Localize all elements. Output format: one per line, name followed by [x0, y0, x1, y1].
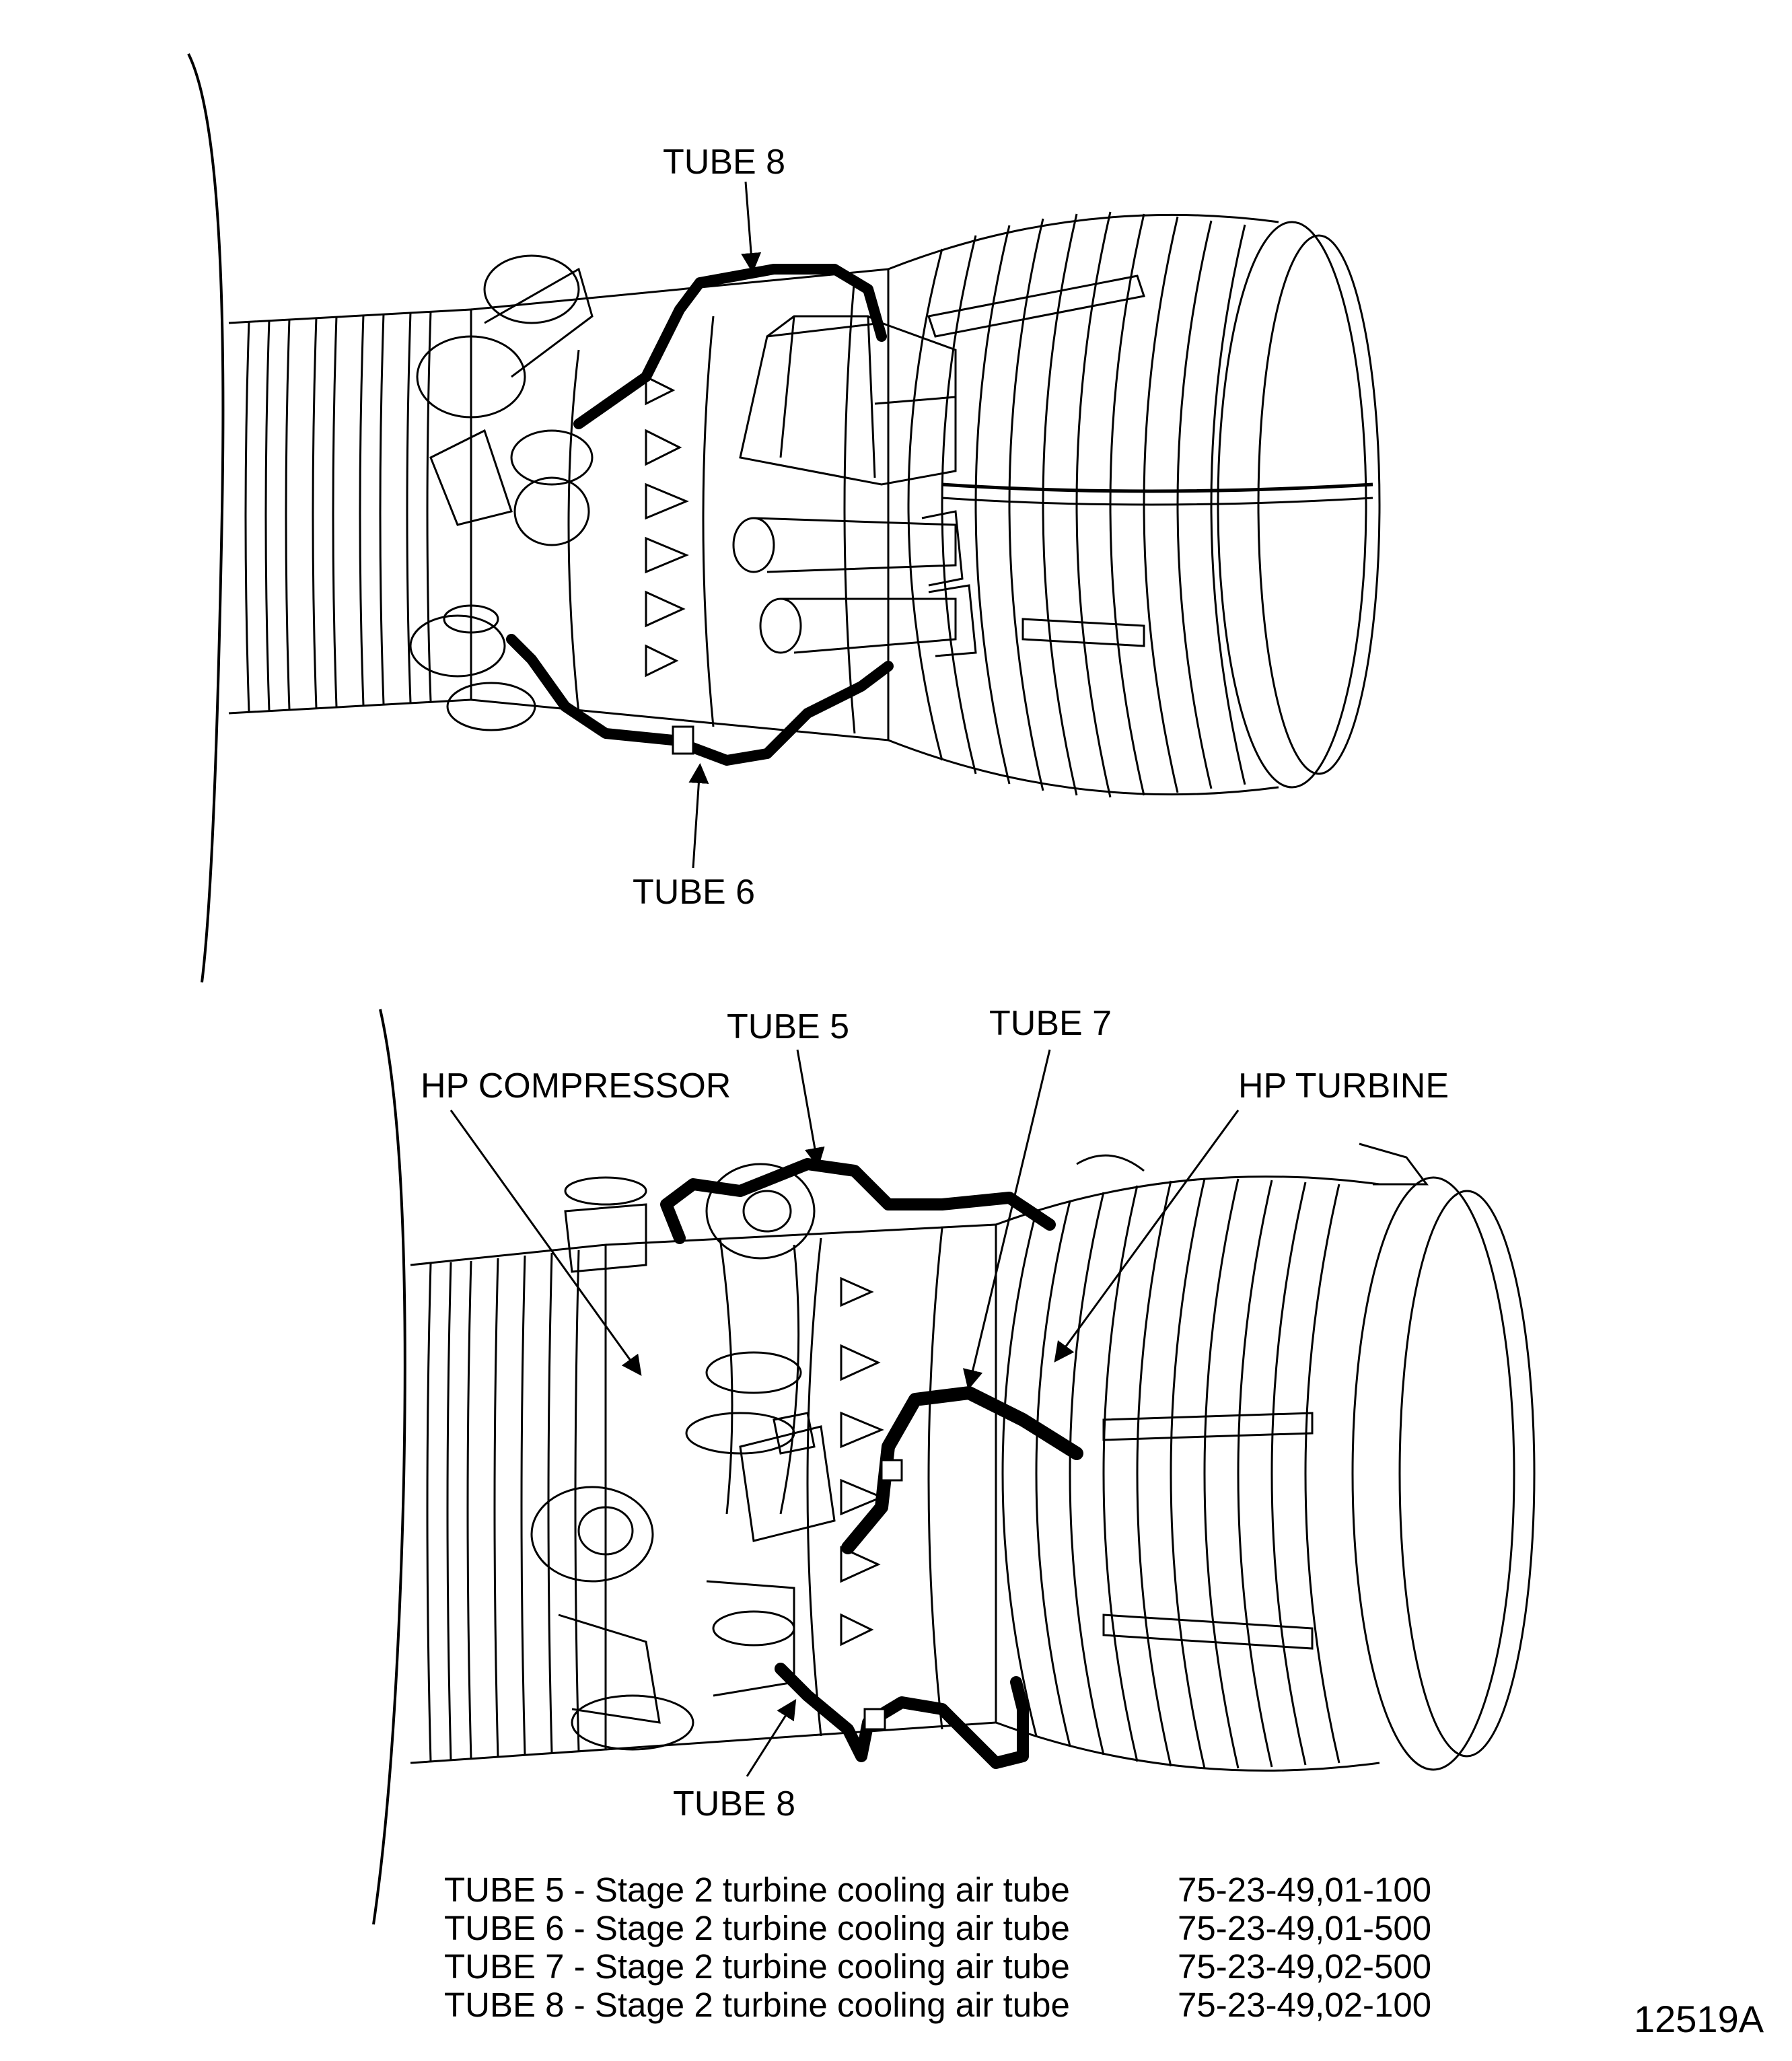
top-tube-8-label: TUBE 8	[663, 143, 786, 182]
top-gearbox	[739, 315, 957, 486]
bottom-tube-8-clamp	[863, 1708, 886, 1731]
bottom-fittings	[530, 1163, 816, 1751]
bottom-turbine-casing	[995, 1143, 1536, 1772]
legend-description: TUBE 7 - Stage 2 turbine cooling air tub…	[444, 1947, 1070, 1986]
top-tube-6-label: TUBE 6	[633, 873, 756, 912]
legend-description: TUBE 5 - Stage 2 turbine cooling air tub…	[444, 1871, 1070, 1909]
bottom-tube-8	[775, 1663, 1029, 1769]
parts-legend: TUBE 5 - Stage 2 turbine cooling air tub…	[444, 1871, 1431, 2024]
bottom-gearbox	[739, 1412, 836, 1542]
tube-7-label: TUBE 7	[989, 1004, 1112, 1043]
top-engine-view	[187, 53, 1381, 983]
hp-compressor-leader	[450, 1110, 642, 1376]
legend-description: TUBE 6 - Stage 2 turbine cooling air tub…	[444, 1909, 1070, 1947]
top-pipes	[732, 510, 977, 657]
top-fuselage-outline	[187, 53, 225, 983]
bottom-tube-7	[841, 1386, 1083, 1554]
legend-row: TUBE 6 - Stage 2 turbine cooling air tub…	[444, 1909, 1431, 1947]
legend-part-number: 75-23-49,01-500	[1178, 1909, 1432, 1947]
top-left-casing	[228, 308, 472, 715]
bottom-left-casing	[410, 1243, 607, 1764]
top-tube-8-leader	[741, 181, 762, 273]
bottom-engine-view	[372, 1009, 1536, 1925]
top-turbine-casing	[888, 211, 1381, 798]
legend-part-number: 75-23-49,02-100	[1178, 1986, 1432, 2024]
legend-row: TUBE 5 - Stage 2 turbine cooling air tub…	[444, 1871, 1431, 1909]
bottom-tube-8-leader	[746, 1698, 797, 1777]
figure-id: 12519A	[1634, 1998, 1764, 2040]
bottom-tube-8-label: TUBE 8	[673, 1784, 796, 1823]
hp-turbine-leader	[1054, 1110, 1240, 1363]
legend-part-number: 75-23-49,02-500	[1178, 1947, 1432, 1986]
bottom-tube-5	[660, 1158, 1056, 1244]
top-tube-6-clamp	[672, 725, 694, 755]
legend-part-number: 75-23-49,01-100	[1178, 1871, 1432, 1909]
bottom-core-casing	[605, 1223, 997, 1751]
top-tube-8	[573, 264, 887, 429]
top-fittings	[409, 254, 594, 731]
top-tube-6	[506, 634, 894, 766]
top-tube-6-leader	[688, 763, 709, 869]
tube-5-leader	[796, 1049, 825, 1168]
bottom-fuselage-outline	[372, 1009, 406, 1925]
tube-7-leader	[963, 1049, 1051, 1390]
hp-compressor-label: HP COMPRESSOR	[421, 1066, 731, 1106]
legend-row: TUBE 8 - Stage 2 turbine cooling air tub…	[444, 1986, 1431, 2024]
hp-turbine-label: HP TURBINE	[1238, 1066, 1449, 1106]
tube-5-label: TUBE 5	[727, 1007, 850, 1046]
legend-row: TUBE 7 - Stage 2 turbine cooling air tub…	[444, 1947, 1431, 1986]
top-core-casing	[470, 268, 890, 742]
bottom-tube-7-clamp	[880, 1459, 903, 1482]
legend-description: TUBE 8 - Stage 2 turbine cooling air tub…	[444, 1986, 1070, 2024]
